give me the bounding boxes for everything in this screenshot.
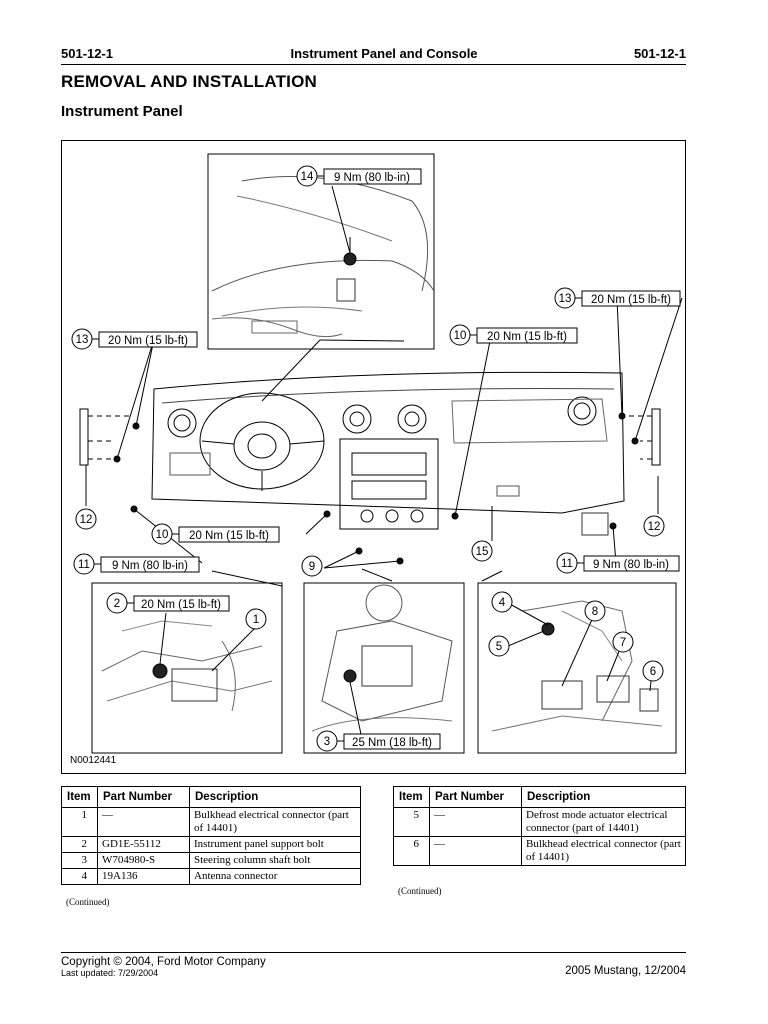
callout-3-spec: 25 Nm (18 lb-ft) [352, 737, 432, 749]
table-row: 6 — Bulkhead electrical connector (part … [393, 836, 686, 866]
callout-9-number: 9 [309, 561, 315, 573]
exploded-view-figure: 14 9 Nm (80 lb-in) 13 20 Nm (15 lb-ft) 1… [61, 140, 686, 774]
page-title: REMOVAL AND INSTALLATION [61, 72, 318, 91]
inset-bulkhead-frame [91, 582, 283, 754]
col-description: Description [521, 786, 686, 808]
col-part-number: Part Number [97, 786, 190, 808]
col-item: Item [393, 786, 430, 808]
footer-copyright: Copyright © 2004, Ford Motor Company [61, 956, 266, 968]
callout-11-right-spec: 9 Nm (80 lb-in) [593, 559, 669, 571]
callout-11-right-number: 11 [561, 558, 573, 570]
callout-12-right-number: 12 [648, 521, 661, 533]
page-subtitle: Instrument Panel [61, 103, 183, 120]
callout-2-number: 2 [114, 598, 120, 610]
section-number-right: 501-12-1 [633, 46, 686, 61]
inset-connectors-frame [477, 582, 677, 754]
col-item: Item [61, 786, 98, 808]
callout-10-bottom-spec: 20 Nm (15 lb-ft) [189, 530, 269, 542]
center-stack [339, 438, 439, 530]
callout-8-number: 8 [592, 606, 598, 618]
callout-6-number: 6 [650, 666, 656, 678]
callout-11-left-spec: 9 Nm (80 lb-in) [112, 560, 188, 572]
callout-3-number: 3 [324, 736, 330, 748]
callout-5-number: 5 [496, 641, 502, 653]
continued-right: (Continued) [398, 886, 442, 896]
callout-13-left-spec: 20 Nm (15 lb-ft) [108, 335, 188, 347]
callout-10-bottom-number: 10 [156, 529, 169, 541]
inset-steering-shaft-frame [303, 582, 465, 754]
callout-13-right-number: 13 [559, 293, 572, 305]
parts-table-right: Item Part Number Description 5 — Defrost… [393, 786, 686, 866]
callout-4-number: 4 [499, 597, 506, 609]
col-part-number: Part Number [429, 786, 522, 808]
callout-10-top-number: 10 [454, 330, 467, 342]
section-number-left: 501-12-1 [61, 46, 114, 61]
footer-rule [61, 952, 686, 953]
table-row: 2 GD1E-55112 Instrument panel support bo… [61, 836, 361, 853]
callout-12-left-number: 12 [80, 514, 93, 526]
callout-2-spec: 20 Nm (15 lb-ft) [141, 599, 221, 611]
instrument-panel-illustration: 14 9 Nm (80 lb-in) 13 20 Nm (15 lb-ft) 1… [71, 153, 683, 754]
table-row: 3 W704980-S Steering column shaft bolt [61, 852, 361, 869]
callout-15-number: 15 [476, 546, 489, 558]
table-row: 5 — Defrost mode actuator electrical con… [393, 807, 686, 837]
callout-7-number: 7 [620, 637, 626, 649]
col-description: Description [189, 786, 361, 808]
table-row: 1 — Bulkhead electrical connector (part … [61, 807, 361, 837]
callout-14-spec: 9 Nm (80 lb-in) [334, 172, 410, 184]
table-row: 4 19A136 Antenna connector [61, 868, 361, 885]
callout-13-right-spec: 20 Nm (15 lb-ft) [591, 294, 671, 306]
section-title: Instrument Panel and Console [290, 46, 478, 61]
callout-14-number: 14 [301, 171, 314, 183]
callout-10-top-spec: 20 Nm (15 lb-ft) [487, 331, 567, 343]
inset-top-frame [207, 153, 435, 350]
footer-model: 2005 Mustang, 12/2004 [565, 965, 686, 977]
dashboard-outline [151, 371, 625, 514]
header-rule [61, 64, 686, 65]
footer-last-updated: Last updated: 7/29/2004 [61, 968, 159, 978]
callout-11-left-number: 11 [78, 559, 90, 571]
callout-1-number: 1 [253, 614, 259, 626]
callout-13-left-number: 13 [76, 334, 89, 346]
figure-id: N0012441 [70, 755, 117, 766]
parts-table-left: Item Part Number Description 1 — Bulkhea… [61, 786, 361, 885]
continued-left: (Continued) [66, 897, 110, 907]
